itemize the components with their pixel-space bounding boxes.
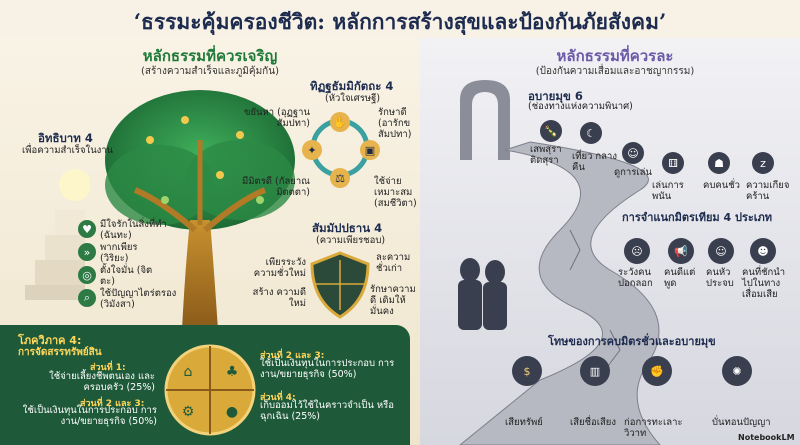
- dittha-subtitle: (หัวใจเศรษฐี): [325, 93, 381, 104]
- false-friend-item: คนที่ชักนำ ไปในทาง เสื่อมเสีย: [742, 267, 786, 300]
- sammappadhana-title: สัมมัปปธาน 4: [312, 221, 383, 235]
- brand-label: NotebookLM: [738, 433, 795, 442]
- run-icon: »: [78, 243, 96, 261]
- sammappadhana-item: เพียรระวัง ความชั่วใหม่: [253, 257, 306, 279]
- bhoga-subtitle: การจัดสรรทรัพย์สิน: [18, 347, 102, 358]
- dice-icon: ⚅: [662, 152, 684, 174]
- bhoga-item-text: ใช้เป็นเงินทุนในการประกอบ การงาน/ขยายธุร…: [22, 405, 157, 427]
- tempting-person-icon: ☻: [750, 238, 776, 264]
- bhoga-item-text: ใช้เป็นเงินทุนในการประกอบ การงาน/ขยายธุร…: [260, 358, 395, 380]
- sammappadhana-subtitle: (ความเพียรชอบ): [316, 235, 386, 246]
- bhoga-item-text: ใช้จ่ายเลี้ยงชีพตนเอง และครอบครัว (25%): [49, 371, 155, 393]
- false-friend-item: คนดีแต่ พูด: [664, 267, 696, 289]
- apayamukha-item: คบคนชั่ว: [703, 180, 741, 191]
- coin-quadrant-illustration: ⌂ ♣ ⚙ ●: [164, 344, 256, 436]
- tree-illustration: [98, 90, 311, 415]
- left-subheading: (สร้างความสำเร็จและภูมิคุ้มกัน): [141, 66, 279, 77]
- harm-item: บั่นทอนปัญญา: [712, 417, 771, 428]
- right-subheading: (ป้องกันความเสื่อมและอาชญากรรม): [535, 66, 695, 77]
- hooded-figure-icon: ☗: [708, 152, 730, 174]
- bottle-icon: 🍾: [540, 120, 562, 142]
- scale-icon: ⚖: [330, 168, 350, 188]
- sammappadhana-item: รักษาความดี เดิมให้มั่นคง: [370, 284, 416, 317]
- staircase-illustration: [25, 169, 90, 300]
- apayamukha-item: เที่ยว กลางคืน: [572, 151, 617, 173]
- dittha-item: รักษาดี (อารักขสัมปทา): [378, 107, 412, 140]
- hand-coin-icon: ✋: [330, 112, 350, 132]
- apayamukha-item: เล่นการพนัน: [652, 180, 684, 202]
- fight-icon: ✊: [642, 356, 672, 386]
- right-heading: หลักธรรมที่ควรละ: [556, 47, 674, 65]
- magnifier-icon: ⌕: [78, 289, 96, 307]
- sleeping-icon: z: [752, 152, 774, 174]
- harms-title: โทษของการคบมิตรชั่วและอบายมุข: [548, 335, 716, 348]
- apayamukha-subtitle: (ช่องทางแห่งความพินาศ): [528, 101, 633, 112]
- false-friends-title: การจำแนกมิตรเทียม 4 ประเภท: [622, 211, 773, 224]
- harm-item: เสียชื่อเสียง: [570, 417, 617, 428]
- iddhipada-item: ตั้งใจมั่น (จิตตะ): [100, 265, 153, 287]
- dittha-item: ขยันหา (อุฏฐานสัมปทา): [243, 107, 310, 129]
- harm-item: เสียทรัพย์: [505, 417, 543, 428]
- sammappadhana-item: สร้าง ความดีใหม่: [252, 287, 306, 309]
- harm-item: ก่อการทะเลาะวิวาท: [624, 417, 683, 439]
- broken-pillar-icon: ▥: [580, 356, 610, 386]
- false-friend-item: ระวังคน ปอกลอก: [618, 267, 653, 289]
- apayamukha-item: เสพสุรา ติดสุรา: [530, 144, 562, 166]
- masked-person-icon: ☹: [624, 238, 650, 264]
- svg-text:⌂: ⌂: [184, 364, 193, 380]
- iddhipada-item: มีใจรักในสิ่งที่ทำ (ฉันทะ): [100, 219, 167, 241]
- bhoga-title: โภควิภาค 4:: [18, 334, 82, 347]
- shield-icon: [310, 251, 370, 319]
- iddhipada-item: พากเพียร (วิริยะ): [100, 242, 138, 264]
- iddhipada-subtitle: เพื่อความสำเร็จในงาน: [22, 145, 114, 156]
- megaphone-icon: 📢: [668, 238, 694, 264]
- bhoga-item-head: ส่วนที่ 2 และ 3:: [80, 399, 145, 409]
- dittha-title: ทิฏฐธัมมิกัตถะ 4: [310, 79, 394, 93]
- bhoga-item-head: ส่วนที่ 1:: [90, 363, 126, 373]
- apayamukha-item: ความเกียจ คร้าน: [746, 180, 790, 202]
- flattering-person-icon: ☺: [708, 238, 734, 264]
- left-heading: หลักธรรมที่ควรเจริญ: [142, 47, 278, 65]
- iddhipada-title: อิทธิบาท 4: [38, 131, 93, 145]
- dittha-item: ใช้จ่ายเหมาะสม (สมชีวิตา): [374, 176, 417, 209]
- bhoga-item-head: ส่วนที่ 2 และ 3:: [260, 351, 325, 361]
- moon-icon: ☾: [580, 122, 602, 144]
- heart-icon: ♥: [78, 220, 96, 238]
- apayamukha-title: อบายมุข 6: [528, 89, 583, 103]
- apayamukha-item: ดูการเล่น: [614, 167, 652, 178]
- false-friend-item: คนหัว ประจบ: [706, 267, 734, 289]
- page-title: ‘ธรรมะคุ้มครองชีวิต: หลักการสร้างสุขและป…: [133, 9, 667, 34]
- theater-mask-icon: ☺: [622, 142, 644, 164]
- iddhipada-item: ใช้ปัญญาไตร่ตรอง (วิมังสา): [100, 288, 177, 310]
- handshake-icon: ✦: [302, 140, 322, 160]
- money-bag-icon: $: [512, 356, 542, 386]
- svg-text:♣: ♣: [226, 364, 239, 380]
- svg-text:⚙: ⚙: [182, 404, 195, 420]
- bhoga-item-text: เก็บออมไว้ใช้ในคราวจำเป็น หรือฉุกเฉิน (2…: [260, 400, 394, 422]
- chest-icon: ▣: [360, 140, 380, 160]
- dittha-item: มีมิตรดี (กัลยาณมิตตตา): [242, 176, 310, 198]
- cracked-brain-icon: ✺: [722, 356, 752, 386]
- target-icon: ◎: [78, 266, 96, 284]
- bhoga-item-head: ส่วนที่ 4:: [260, 393, 296, 403]
- sammappadhana-item: ละความ ชั่วเก่า: [376, 252, 411, 274]
- svg-text:●: ●: [226, 404, 238, 420]
- broken-path-illustration: [458, 80, 661, 445]
